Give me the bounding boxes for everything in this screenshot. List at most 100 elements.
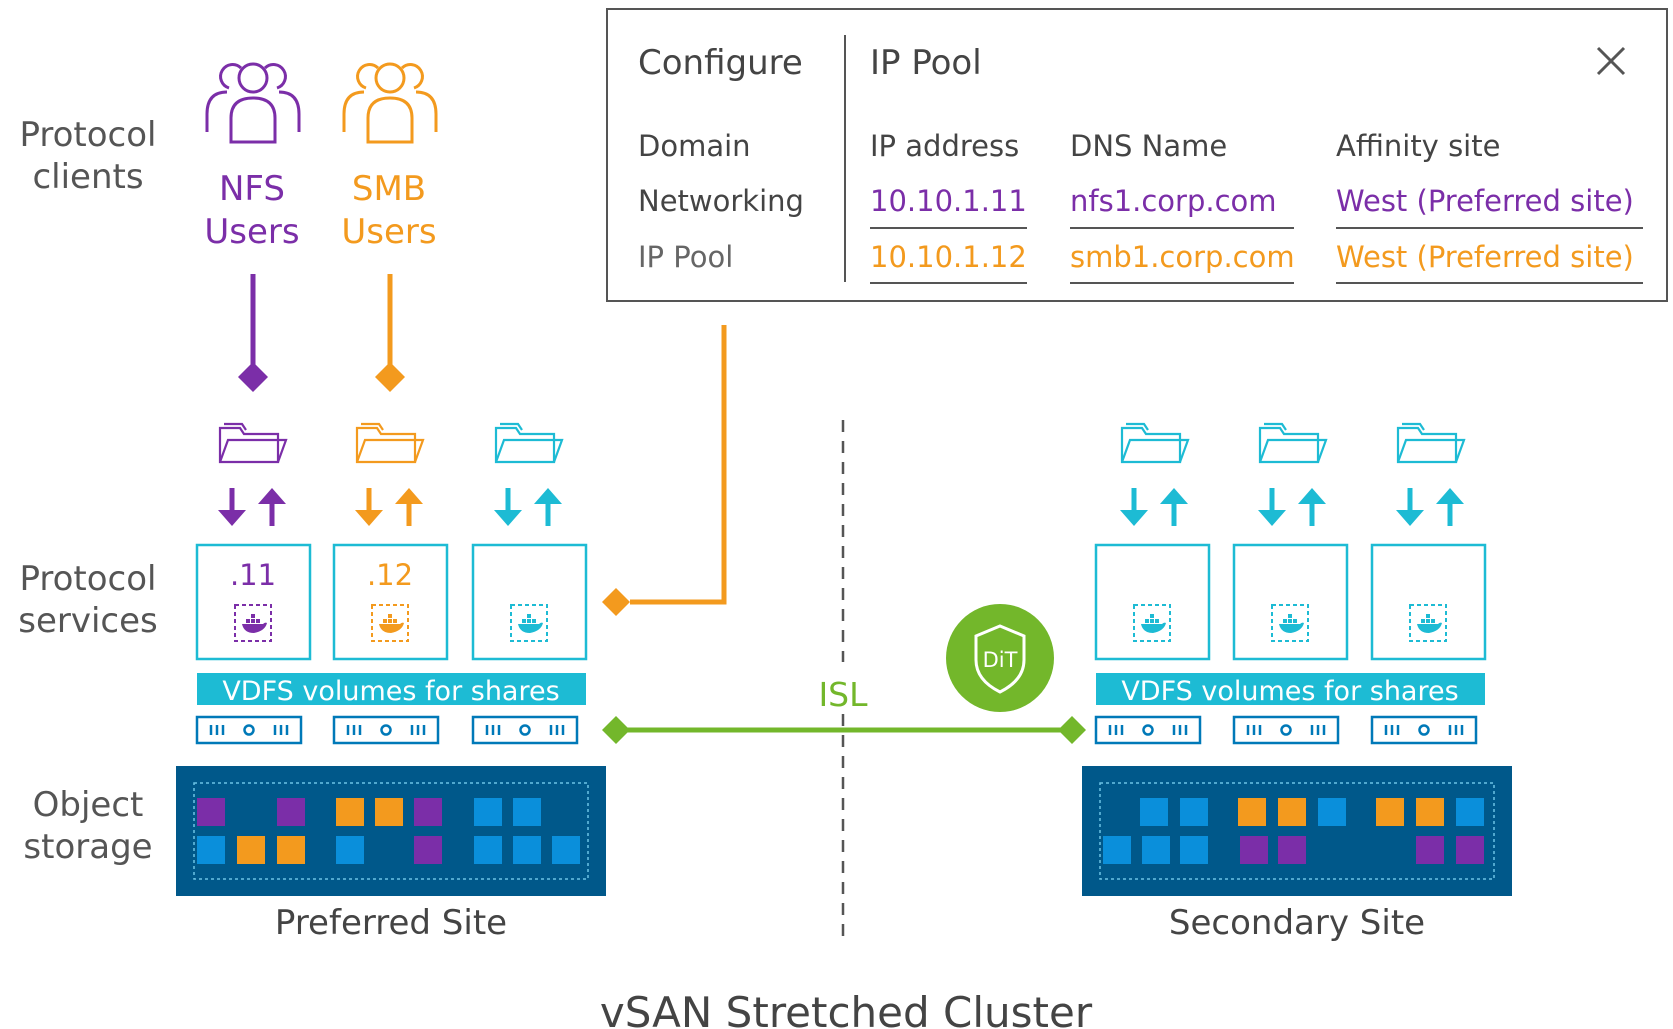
table-row: 10.10.1.12 smb1.corp.com West (Preferred… [870,240,1643,284]
row-label-line: Protocol [19,559,156,599]
row-label-storage: Object storage [23,785,152,867]
io-arrows-icon [1120,488,1188,526]
row-label-line: services [18,601,158,641]
dit-shield-icon: DiT [946,604,1054,712]
row-label-line: Object [33,785,144,825]
object-block [336,836,364,864]
dit-badge-label: DiT [983,648,1018,672]
object-block [375,798,403,826]
smb-users-label: Users [341,212,436,252]
disk-icon [1370,715,1478,745]
column-header-site: Affinity site [1336,129,1500,163]
object-block [1140,798,1168,826]
disk-icon [332,715,440,745]
row-site-cell: West (Preferred site) [1336,184,1634,218]
io-arrows-icon [218,488,286,526]
object-block [1416,798,1444,826]
share-folder-icon [494,422,564,464]
object-block [277,836,305,864]
object-block [414,836,442,864]
object-block [197,798,225,826]
object-block [237,836,265,864]
protocol-service-box [1094,543,1211,661]
object-block [513,798,541,826]
isl-link: ISL [602,662,1086,744]
service-ip-label: .11 [230,558,276,592]
share-folder-icon [218,422,288,464]
protocol-service-box: .12 [332,543,449,661]
isl-label: ISL [818,675,868,714]
object-block [1456,798,1484,826]
column-header-ip: IP address [870,129,1019,163]
object-block [1376,798,1404,826]
object-block [1180,836,1208,864]
share-folder-icon [355,422,425,464]
row-label-line: Protocol [19,115,156,155]
protocol-service-box [471,543,588,661]
object-storage-preferred [176,766,606,896]
row-dns-cell: smb1.corp.com [1070,240,1295,274]
preferred-site-label: Preferred Site [275,903,507,943]
protocol-service-box [1232,543,1349,661]
object-block [1103,836,1131,864]
object-block [277,798,305,826]
smb-users-icon [342,62,438,144]
table-row: 10.10.1.11 nfs1.corp.com West (Preferred… [870,184,1643,229]
row-dns-cell: nfs1.corp.com [1070,184,1277,218]
protocol-service-box: .11 [195,543,312,661]
column-header-dns: DNS Name [1070,129,1227,163]
io-arrows-icon [355,488,423,526]
disk-icon [471,715,579,745]
panel-nav-ip-pool[interactable]: IP Pool [638,240,733,274]
disk-icon [195,715,303,745]
object-block [1142,836,1170,864]
object-block [414,798,442,826]
close-icon[interactable] [1596,46,1626,76]
disk-icon [1094,715,1202,745]
object-block [552,836,580,864]
vdfs-volumes-bar: VDFS volumes for shares [1096,673,1485,707]
object-block [336,798,364,826]
row-site-cell: West (Preferred site) [1336,240,1634,274]
nfs-connector [238,274,268,392]
io-arrows-icon [1258,488,1326,526]
smb-users-label: SMB [352,169,426,209]
panel-nav-networking[interactable]: Networking [638,184,804,218]
io-arrows-icon [1396,488,1464,526]
io-arrows-icon [494,488,562,526]
row-ip-cell: 10.10.1.12 [870,240,1027,274]
object-block [1240,836,1268,864]
panel-nav-domain[interactable]: Domain [638,129,751,163]
object-block-group [1103,798,1484,864]
row-ip-cell: 10.10.1.11 [870,184,1027,218]
object-block [1238,798,1266,826]
object-block [1456,836,1484,864]
secondary-site-label: Secondary Site [1169,903,1425,943]
object-block [474,798,502,826]
object-block-group [197,798,580,864]
ip-pool-config-panel: Configure IP Pool Domain Networking IP P… [606,8,1668,302]
service-ip-label: .12 [367,558,413,592]
disk-icon [1232,715,1340,745]
vdfs-volumes-label: VDFS volumes for shares [222,676,559,707]
object-storage-secondary [1082,766,1512,896]
share-folder-icon [1396,422,1466,464]
cluster-title: vSAN Stretched Cluster [600,988,1093,1029]
nfs-users-label: Users [204,212,299,252]
object-block [1278,836,1306,864]
row-label-services: Protocol services [18,559,158,641]
panel-to-service-connector [602,325,727,616]
share-folder-icon [1258,422,1328,464]
row-label-clients: Protocol clients [19,115,156,197]
row-label-line: clients [32,157,143,197]
object-block [197,836,225,864]
object-block [1278,798,1306,826]
vdfs-volumes-bar: VDFS volumes for shares [197,673,586,707]
share-folder-icon [1120,422,1190,464]
nfs-users-icon [205,62,301,144]
object-block [1180,798,1208,826]
object-block [1318,798,1346,826]
panel-configure-title: Configure [638,43,803,83]
object-block [513,836,541,864]
vdfs-volumes-label: VDFS volumes for shares [1121,676,1458,707]
